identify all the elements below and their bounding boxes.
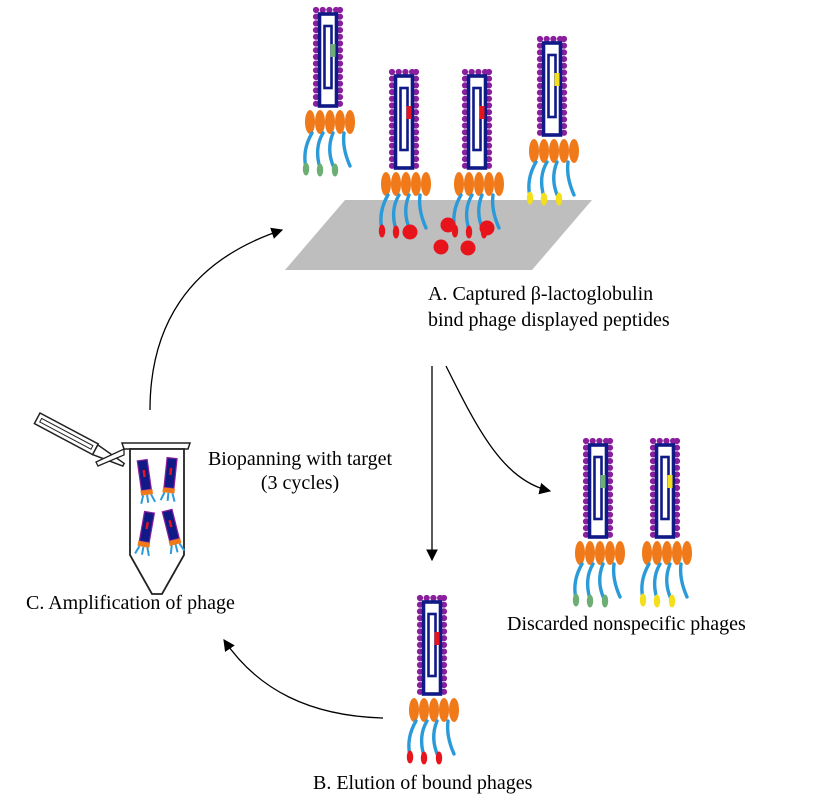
target-antigen bbox=[440, 217, 456, 233]
tail-tip bbox=[653, 594, 661, 608]
target-antigens bbox=[402, 217, 495, 256]
tube-phage bbox=[136, 458, 157, 504]
displayed-peptide bbox=[667, 475, 673, 488]
tube-phage bbox=[134, 510, 156, 557]
phage-tails bbox=[639, 562, 689, 608]
arrow-to-amplification bbox=[223, 639, 384, 719]
capsid-dots bbox=[536, 35, 568, 136]
tail-tip bbox=[331, 163, 339, 177]
phage-genome bbox=[323, 24, 333, 90]
tail-tip bbox=[526, 191, 534, 205]
tail-tip bbox=[316, 163, 324, 177]
displayed-peptide bbox=[554, 73, 560, 86]
tail-tip bbox=[668, 594, 676, 608]
phage-tails bbox=[406, 719, 456, 765]
tail-tip bbox=[302, 162, 310, 176]
tail-tip bbox=[406, 750, 414, 764]
target-antigen bbox=[460, 240, 476, 256]
captured-phage bbox=[451, 68, 504, 239]
pipette-icon bbox=[33, 411, 126, 468]
displayed-peptide bbox=[479, 106, 485, 119]
tail-tip bbox=[572, 593, 580, 607]
displayed-peptide bbox=[406, 106, 412, 119]
capsid-dots bbox=[388, 68, 420, 169]
tail-tip bbox=[465, 225, 473, 239]
arrow-to-capture bbox=[149, 227, 284, 411]
captured-phage bbox=[526, 35, 579, 206]
capsid-dots bbox=[582, 437, 614, 538]
phage-base bbox=[381, 172, 431, 196]
phage-genome bbox=[547, 53, 557, 119]
capsid-dots bbox=[649, 437, 681, 538]
displayed-peptide bbox=[330, 44, 336, 57]
discarded-label: Discarded nonspecific phages bbox=[507, 613, 746, 635]
capsid-dots bbox=[416, 594, 448, 695]
tail-tip bbox=[586, 594, 594, 608]
tail-tip bbox=[540, 192, 548, 206]
phage-base bbox=[642, 541, 692, 565]
displayed-peptide bbox=[600, 475, 606, 488]
phage-genome bbox=[472, 86, 482, 152]
tube-phage bbox=[159, 456, 178, 502]
biopanning-label-line1: Biopanning with target bbox=[208, 448, 392, 470]
capsid-dots bbox=[461, 68, 493, 169]
phage-tails bbox=[302, 131, 352, 177]
phage-genome bbox=[660, 455, 670, 521]
captured-label-line1: A. Captured β-lactoglobulin bbox=[428, 283, 653, 305]
phage-genome bbox=[593, 455, 603, 521]
phage-base bbox=[529, 139, 579, 163]
amplification-label: C. Amplification of phage bbox=[26, 592, 235, 614]
tube-phage bbox=[161, 508, 186, 555]
tail-tip bbox=[601, 594, 609, 608]
biopanning-label-line2: (3 cycles) bbox=[261, 472, 339, 494]
capsid-dots bbox=[312, 6, 344, 107]
phage-tails bbox=[572, 562, 622, 608]
tail-tip bbox=[378, 224, 386, 238]
arrow-to-discard bbox=[445, 365, 552, 495]
tail-tip bbox=[392, 225, 400, 239]
captured-label-line2: bind phage displayed peptides bbox=[428, 309, 670, 331]
phage-base bbox=[454, 172, 504, 196]
phage-base bbox=[575, 541, 625, 565]
eluted-phage bbox=[406, 594, 459, 765]
phage-base bbox=[409, 698, 459, 722]
target-antigen bbox=[402, 224, 418, 240]
discarded-phage bbox=[639, 437, 692, 608]
phage-genome bbox=[399, 86, 409, 152]
phage-group bbox=[302, 6, 692, 765]
phage-base bbox=[305, 110, 355, 134]
tail-tip bbox=[435, 751, 443, 765]
target-antigen bbox=[479, 220, 495, 236]
elution-label: B. Elution of bound phages bbox=[313, 772, 533, 794]
tail-tip bbox=[639, 593, 647, 607]
target-plate bbox=[285, 200, 592, 270]
displayed-peptide bbox=[434, 632, 440, 645]
phage-genome bbox=[427, 612, 437, 678]
tail-tip bbox=[420, 751, 428, 765]
tail-tip bbox=[555, 192, 563, 206]
discarded-phage bbox=[572, 437, 625, 608]
microcentrifuge-tube-icon bbox=[33, 411, 192, 595]
captured-phage bbox=[302, 6, 355, 177]
phage-tails bbox=[526, 160, 576, 206]
target-antigen bbox=[433, 239, 449, 255]
